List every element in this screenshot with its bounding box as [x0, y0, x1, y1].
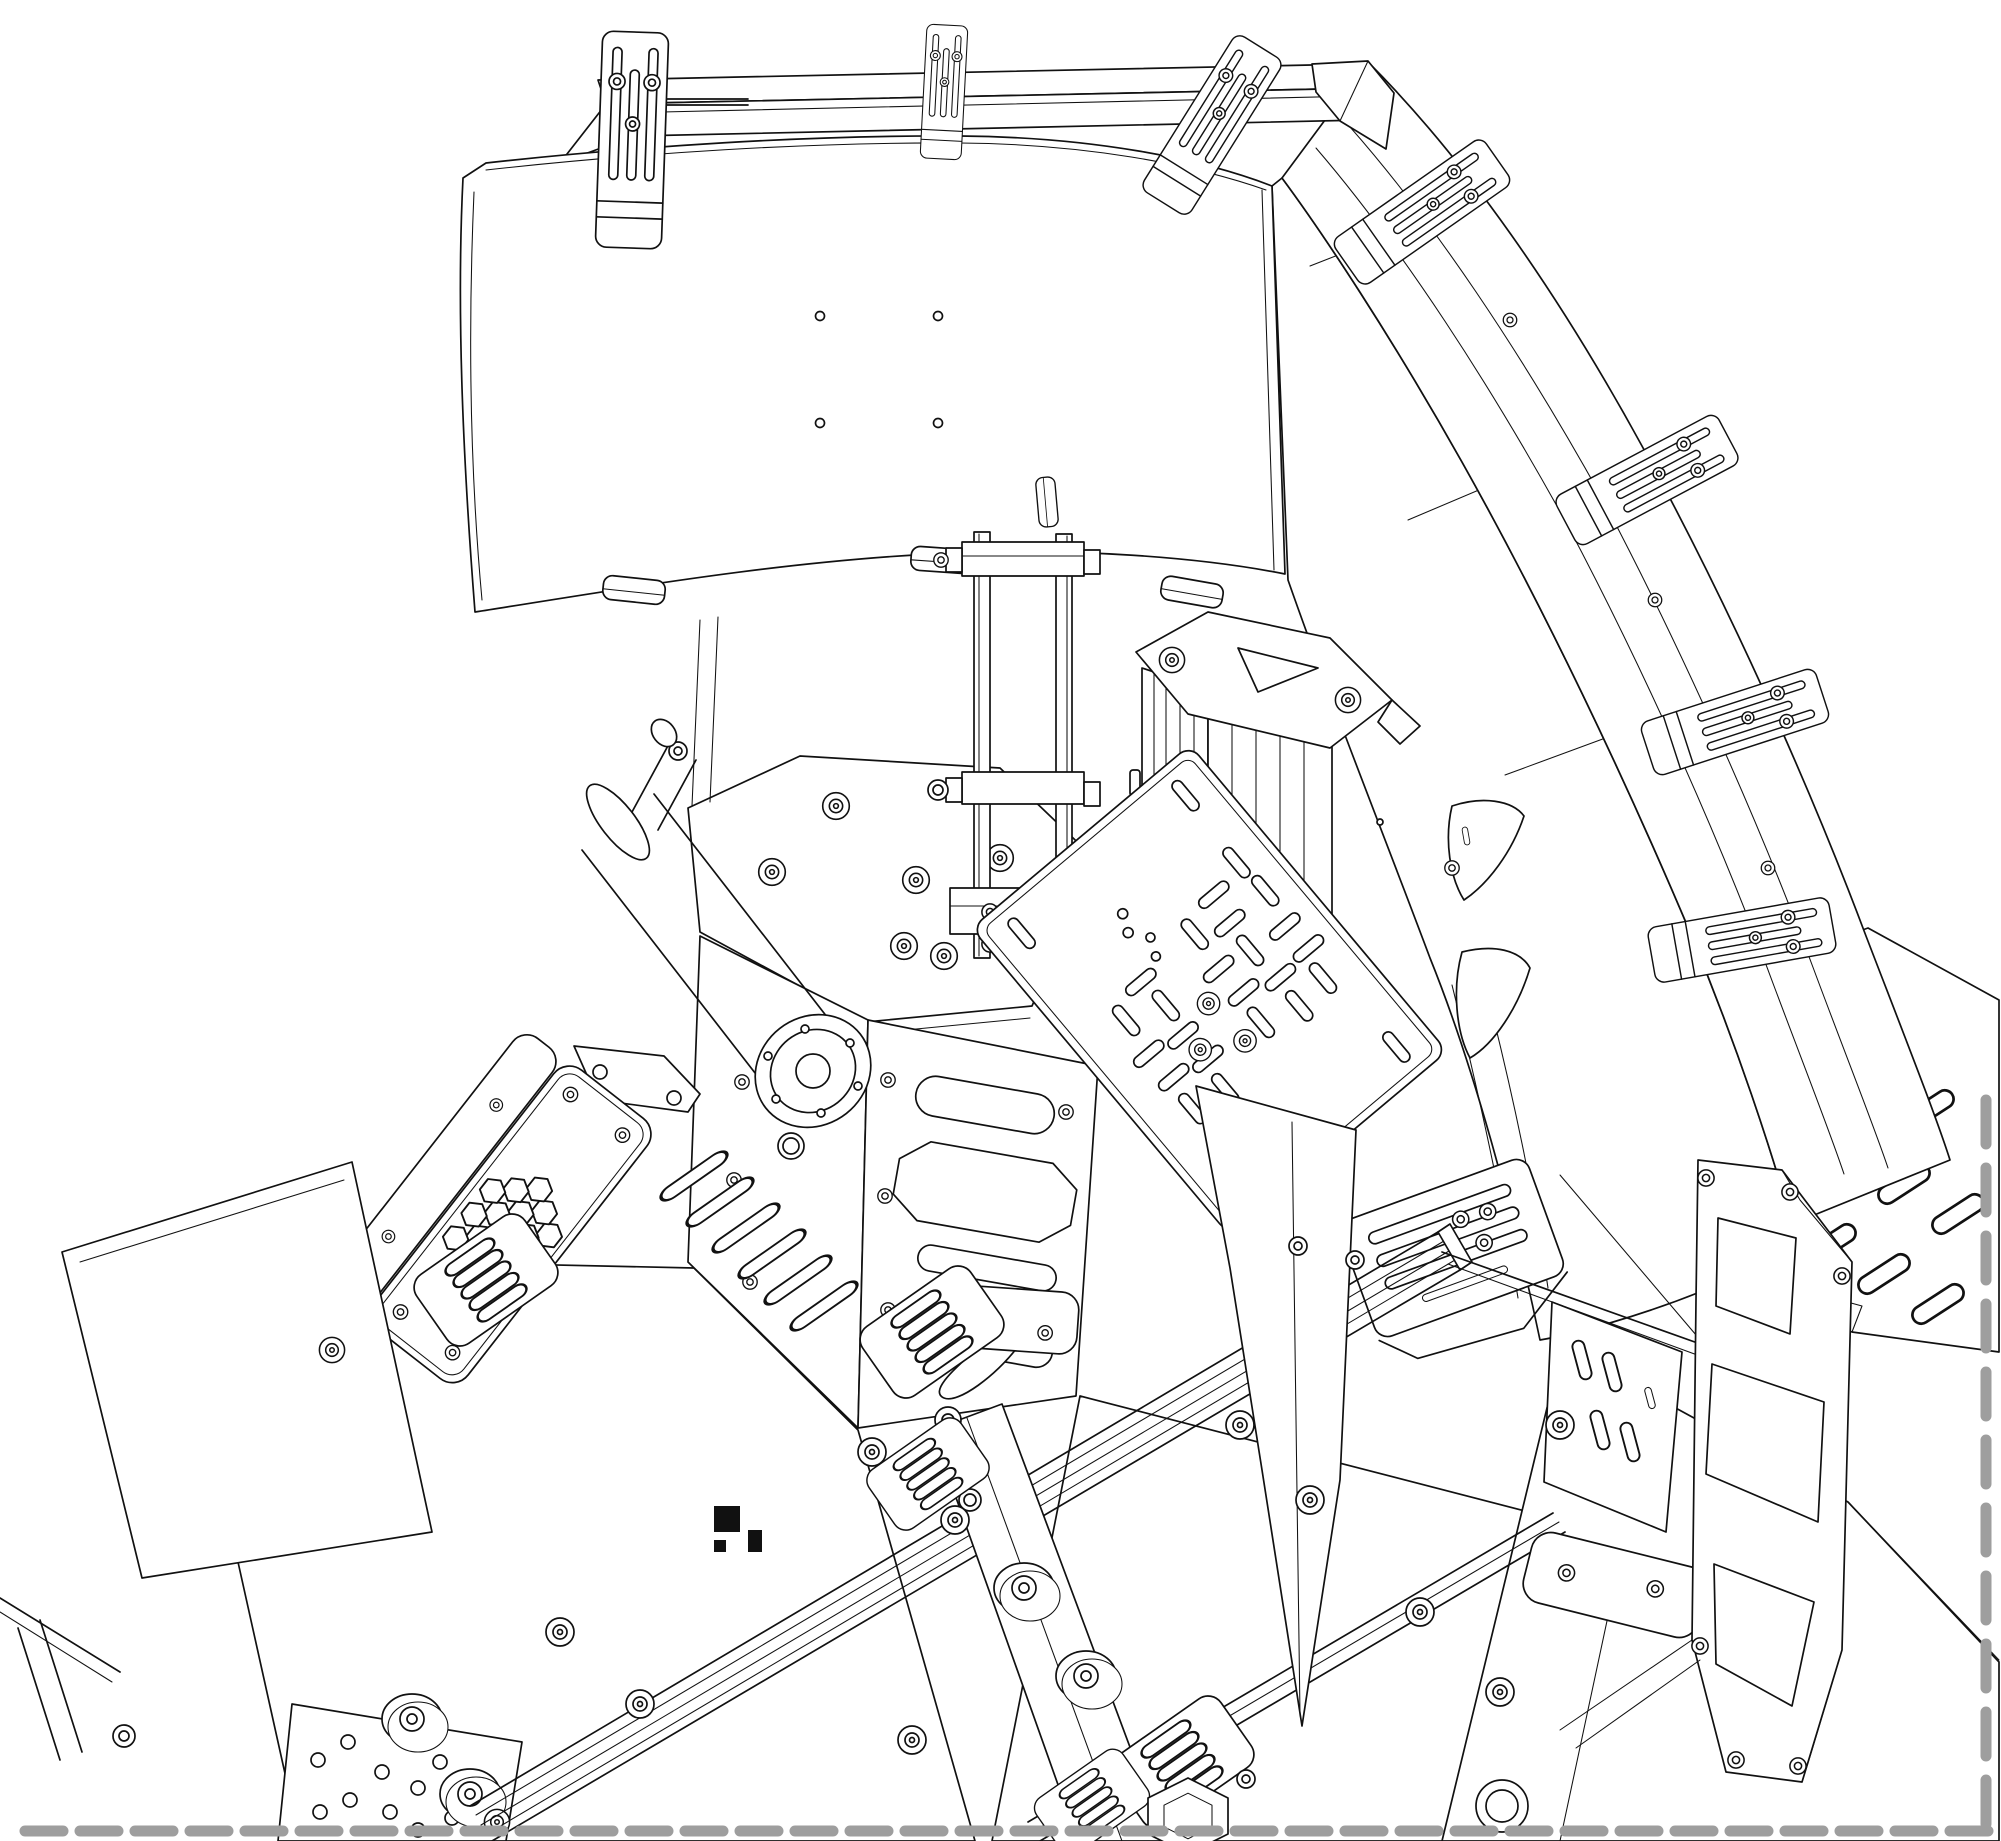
base-frame — [408, 1085, 1708, 1841]
actuator — [581, 718, 872, 1160]
band-wing-cutouts — [1444, 799, 1531, 1059]
left-plain-plate — [61, 1161, 433, 1579]
truss-cutouts — [1705, 1217, 1825, 1707]
brand-logo — [714, 1506, 762, 1552]
rail-bracket-1 — [594, 30, 670, 250]
wedge-panel — [1195, 1085, 1357, 1727]
top-rail — [559, 60, 1395, 164]
left-panel-assembly — [0, 1161, 523, 1841]
tower-gusset-plate — [1135, 611, 1421, 749]
vesa-holes — [814, 310, 944, 429]
arc-frame-outer-rail — [1281, 61, 1951, 1225]
eye-bolt-beam — [931, 1403, 1166, 1841]
truss-plate — [1559, 1159, 1853, 1783]
crop-border — [19, 1094, 2001, 1837]
rail-bracket-2 — [919, 23, 969, 161]
